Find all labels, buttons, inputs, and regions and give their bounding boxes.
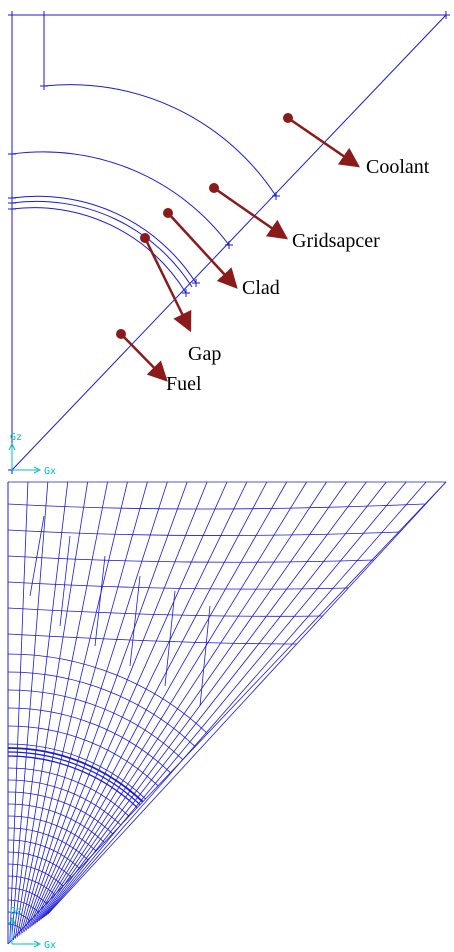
mesh-clad-ring: [7, 747, 144, 803]
mesh-arc: [7, 671, 196, 747]
mesh-spacer-line: [59, 535, 71, 627]
axis-x-label: Gx: [44, 940, 56, 951]
mesh-arc: [7, 815, 97, 852]
mesh-spacer-line: [199, 605, 211, 707]
gridspacer-arc: [11, 151, 230, 246]
mesh-band-line: [7, 503, 425, 510]
mesh-radial-line: [23, 481, 188, 932]
clad-pointer-arrow: [167, 212, 238, 289]
mesh-radial-line: [16, 481, 108, 938]
mesh-radial-line: [27, 481, 228, 930]
mesh-radial-line: [14, 481, 89, 939]
gap-arc: [11, 207, 187, 294]
mesh-arc: [7, 875, 56, 895]
axis-triad-bottom: [8, 916, 42, 948]
mesh-radial-line: [31, 481, 268, 927]
mesh-lines: [7, 481, 447, 945]
fuel-pointer-dot: [116, 329, 126, 339]
coolant-label: Coolant: [366, 156, 430, 178]
mesh-arc: [7, 767, 130, 817]
mesh-radial-line: [38, 481, 347, 922]
mesh-radial-line: [42, 481, 387, 919]
mesh-arc: [7, 863, 64, 887]
mesh-spacer-line: [129, 575, 141, 667]
mesh-radial-line: [13, 481, 69, 940]
gap-label: Gap: [188, 343, 221, 365]
coolant-arc: [43, 84, 277, 197]
mesh-radial-line: [45, 481, 427, 916]
mesh-radial-line: [44, 481, 407, 917]
mesh-band-line: [7, 581, 349, 590]
mesh-arc: [7, 743, 146, 800]
gridspacer-label: Gridsapcer: [292, 230, 380, 252]
mesh-radial-line: [18, 481, 128, 936]
gap-pointer-dot: [140, 233, 150, 243]
mesh-band-line: [7, 607, 323, 617]
mesh-arc: [7, 653, 208, 734]
fuel-label: Fuel: [166, 373, 202, 395]
clad-outer-arc: [11, 195, 197, 284]
mesh-arc: [7, 887, 47, 904]
fuel-pointer-arrow: [120, 333, 168, 382]
gap-pointer-arrow: [143, 237, 192, 333]
mesh-radial-line: [20, 481, 148, 935]
axis-x-label: Gx: [44, 466, 56, 476]
clad-label: Clad: [242, 277, 280, 299]
mesh-clad-ring: [7, 751, 141, 806]
mesh-spacer-line: [164, 590, 176, 687]
mesh-arc: [7, 923, 23, 930]
coolant-pointer-arrow: [287, 116, 361, 168]
mesh-radial-line: [40, 481, 367, 920]
mesh-radial-line: [34, 481, 307, 924]
mesh-radial-line: [36, 481, 327, 923]
mesh-diagonal-edge: [7, 481, 447, 945]
mesh-arc: [7, 689, 184, 760]
mesh-diagram: Gz Gx: [7, 481, 447, 951]
mesh-radial-line: [25, 481, 208, 931]
mesh-arc: [7, 707, 171, 773]
mesh-arc: [7, 779, 122, 826]
axis-z-label: Gz: [10, 432, 22, 443]
mesh-arc: [7, 839, 80, 869]
mesh-radial-line: [33, 481, 288, 926]
mesh-band-line: [7, 529, 399, 536]
gridspacer-pointer-dot: [209, 183, 219, 193]
axis-triad-top: [8, 442, 42, 474]
mesh-arc: [7, 899, 39, 913]
gridspacer-pointer-arrow: [213, 186, 289, 240]
mesh-arc: [7, 803, 105, 843]
mesh-arc: [7, 827, 89, 861]
clad-inner-arc: [11, 200, 193, 288]
mesh-arc: [7, 725, 159, 787]
mesh-arc: [7, 851, 72, 878]
mesh-band-line: [7, 555, 374, 563]
mesh-radial-line: [9, 481, 29, 943]
mesh-band-line: [7, 633, 298, 645]
mesh-spacer-line: [29, 515, 45, 597]
mesh-arc: [7, 791, 113, 834]
mesh-arc: [7, 911, 31, 922]
mesh-radial-line: [22, 481, 168, 934]
clad-pointer-dot: [163, 208, 173, 218]
mesh-spacer-line: [94, 555, 106, 647]
mesh-panel: Gz Gx: [0, 476, 454, 952]
geometry-outline-diagram: Coolant Gridsapcer Clad Gap Fuel Gz Gx: [8, 11, 450, 476]
mesh-radial-line: [47, 481, 447, 915]
mesh-clad-ring: [7, 755, 138, 809]
geometry-panel: Coolant Gridsapcer Clad Gap Fuel Gz Gx: [8, 11, 450, 476]
axis-z-label: Gz: [10, 906, 22, 917]
coolant-pointer-dot: [283, 113, 293, 123]
